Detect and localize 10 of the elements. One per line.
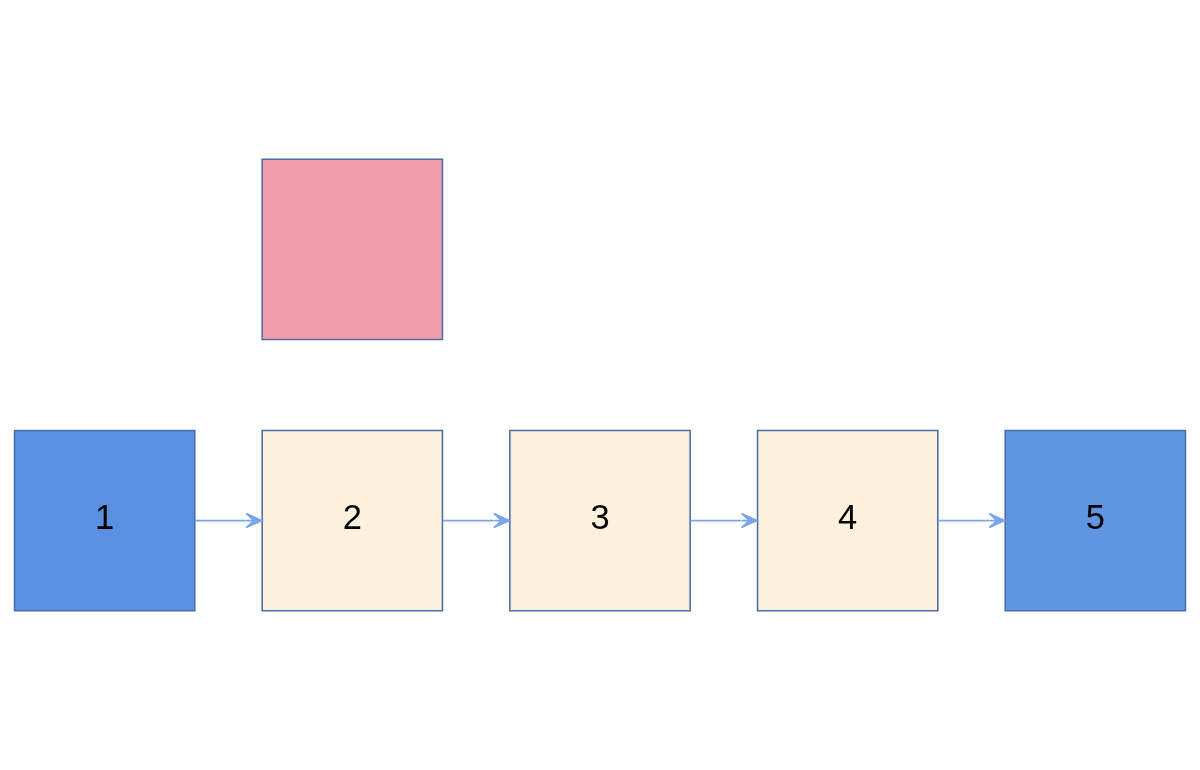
arrow <box>194 512 263 529</box>
node-box: 2 <box>261 429 444 612</box>
node-box: 3 <box>509 429 691 612</box>
node-box: 5 <box>1004 429 1187 612</box>
arrow <box>689 512 758 529</box>
node-box <box>261 158 444 341</box>
arrow <box>442 512 511 529</box>
arrow <box>937 512 1006 529</box>
node-box: 4 <box>756 429 939 612</box>
node-box: 1 <box>13 429 196 612</box>
